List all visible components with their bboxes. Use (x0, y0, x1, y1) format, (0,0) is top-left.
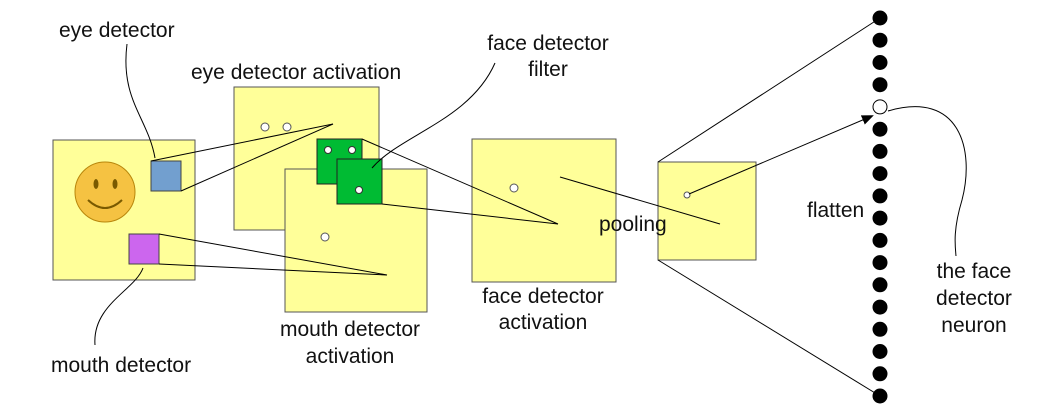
flatten-neuron (872, 10, 888, 26)
pooling-label: pooling (599, 213, 667, 236)
flatten-label: flatten (807, 199, 864, 222)
flatten-neuron (872, 232, 888, 248)
flatten-neuron (872, 143, 888, 159)
eye-activation-point-right (282, 122, 292, 132)
mouth-detector-filter (128, 233, 160, 265)
mouth-detector-activation-label: mouth detector (280, 318, 420, 341)
face-filter-mouth-channel (336, 158, 383, 205)
mouth-detector-label: mouth detector (51, 354, 191, 377)
face-detector-activation-label: face detector (482, 285, 603, 308)
flatten-neuron (872, 55, 888, 70)
callout-curves (94, 43, 967, 346)
face-activation-point (509, 183, 519, 193)
face-neuron-label-line3: neuron (941, 314, 1006, 337)
face-detector-filter-label-line2: filter (528, 58, 568, 81)
face-detector-filter (316, 138, 383, 205)
smiley-face-icon (74, 161, 136, 223)
flatten-neuron (872, 188, 888, 204)
flatten-neuron (872, 210, 888, 226)
mouth-activation-point (320, 232, 330, 242)
face-detector-activation-label-line2: activation (499, 311, 588, 334)
eye-detector-callout (125, 43, 156, 159)
face-detector-filter-label: face detector (487, 32, 608, 55)
flatten-layer (872, 10, 888, 404)
eye-detector-label: eye detector (59, 19, 175, 42)
mouth-detector-callout (94, 267, 144, 346)
flatten-neuron (872, 166, 888, 182)
face-detector-activation-map (471, 138, 617, 283)
flatten-neuron (872, 321, 888, 337)
face-filter-callout (371, 62, 496, 169)
eye-activation-point-left (260, 122, 270, 132)
face-neuron-label: the face (937, 260, 1012, 283)
pooling-to-neuron-arrow (688, 115, 874, 195)
connection-lines (150, 17, 881, 397)
face-neuron-callout (887, 106, 967, 257)
flatten-neuron (872, 299, 888, 315)
flatten-neuron (872, 121, 888, 137)
flatten-neuron (872, 255, 888, 271)
eye-detector-filter (150, 160, 182, 192)
flatten-neuron (872, 277, 888, 293)
flatten-neuron (872, 366, 888, 382)
eye-detector-activation-label: eye detector activation (191, 61, 401, 84)
flatten-neuron (872, 344, 888, 359)
flatten-neuron (872, 388, 888, 404)
flatten-neuron (872, 32, 888, 48)
pooled-map (657, 161, 757, 261)
pooled-activation-point (683, 191, 691, 199)
face-detector-neuron (872, 99, 888, 115)
mouth-detector-activation-label-line2: activation (306, 345, 395, 368)
face-neuron-label-line2: detector (936, 287, 1012, 310)
flatten-neuron (872, 77, 888, 93)
